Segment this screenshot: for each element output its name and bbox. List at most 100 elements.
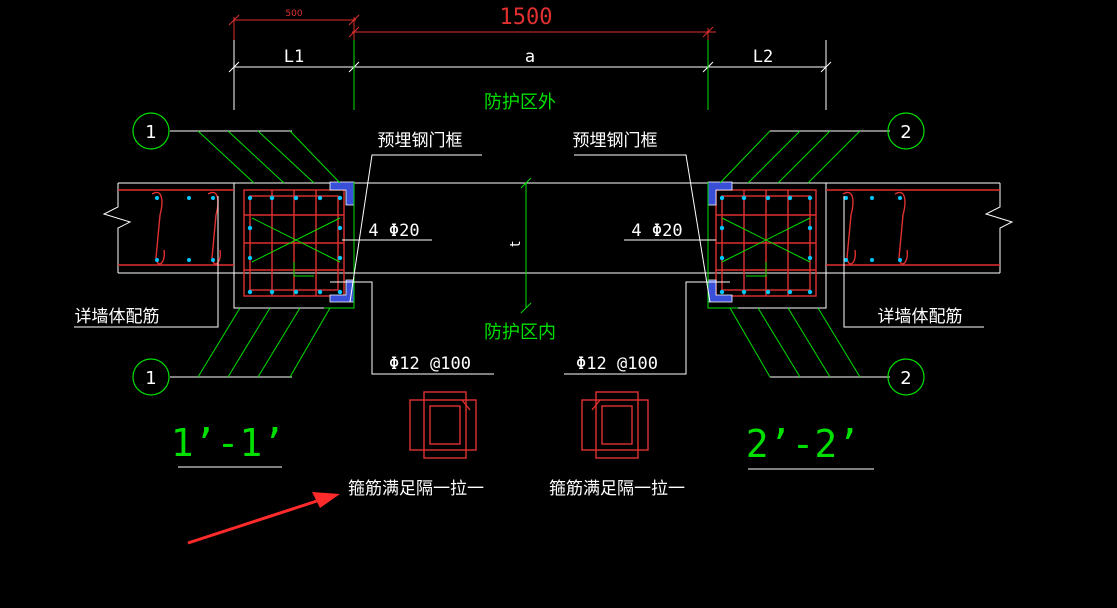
wall-tie-left-2 bbox=[207, 191, 222, 265]
right-column-cage bbox=[715, 189, 817, 297]
column-bar bbox=[807, 255, 813, 261]
stirrup-detail-left bbox=[409, 391, 477, 459]
hatch bbox=[729, 307, 771, 378]
frame-left-top bbox=[329, 181, 355, 206]
segment-a-label: a bbox=[525, 47, 535, 67]
rebar-dot bbox=[898, 258, 902, 262]
column-bar bbox=[741, 289, 747, 295]
column-bar bbox=[807, 289, 813, 295]
column-bar bbox=[293, 195, 299, 201]
column-bar bbox=[293, 289, 299, 295]
column-bar bbox=[337, 255, 343, 261]
hatch bbox=[197, 130, 255, 184]
column-bar bbox=[807, 195, 813, 201]
section-marker-right-top: 2 bbox=[900, 122, 911, 143]
marker-circle-2-top bbox=[887, 112, 925, 150]
column-bar bbox=[269, 195, 275, 201]
hatch bbox=[227, 307, 271, 378]
rebar-dot bbox=[844, 258, 848, 262]
column-bar bbox=[787, 195, 793, 201]
annotation-arrow-icon bbox=[187, 492, 340, 545]
rebar-dot bbox=[211, 196, 215, 200]
column-bar bbox=[765, 195, 771, 201]
right-column-green bbox=[721, 217, 811, 277]
dim-tick bbox=[348, 14, 360, 26]
zone-outside-label: 防护区外 bbox=[484, 92, 556, 113]
dim-500-label: 500 bbox=[285, 9, 302, 19]
stirrup-note-left: 箍筋满足隔一拉一 bbox=[348, 479, 484, 499]
stirrup-detail-left-hook bbox=[461, 399, 471, 411]
stirrup-detail-left-cross bbox=[423, 391, 467, 459]
left-column-bars bbox=[247, 195, 343, 295]
wall-rebar-dots bbox=[155, 196, 902, 262]
hatch bbox=[777, 130, 831, 184]
wall-tie-left-1 bbox=[151, 191, 166, 265]
wall-rebar-right-label: 详墙体配筋 bbox=[878, 307, 963, 327]
column-bar bbox=[337, 195, 343, 201]
leader-frame-right bbox=[574, 154, 711, 303]
leader-lines bbox=[74, 154, 984, 375]
column-bar bbox=[787, 289, 793, 295]
rebar-dot bbox=[870, 196, 874, 200]
leader-wall-right bbox=[843, 196, 984, 328]
dim-tick bbox=[702, 26, 714, 38]
column-bar bbox=[247, 195, 253, 201]
steel-frame-right bbox=[707, 181, 738, 309]
column-bar bbox=[741, 195, 747, 201]
dim-tick bbox=[348, 26, 360, 38]
rebar-dot bbox=[187, 196, 191, 200]
embedded-frame-right-label: 预埋钢门框 bbox=[573, 131, 658, 151]
rebar-left-label: 4 Φ20 bbox=[368, 221, 419, 241]
marker-circle-1-bottom bbox=[132, 358, 170, 396]
column-bar bbox=[317, 289, 323, 295]
frame-right-bottom bbox=[707, 279, 733, 303]
wall-rebar-left-label: 详墙体配筋 bbox=[75, 307, 160, 327]
hatch bbox=[289, 130, 341, 184]
green-ext-lines bbox=[353, 40, 709, 110]
stirrup-right-label: Φ12 @100 bbox=[576, 354, 658, 374]
stirrup-detail-left-inner bbox=[429, 405, 461, 445]
column-bar bbox=[719, 195, 725, 201]
stirrup-note-right: 箍筋满足隔一拉一 bbox=[549, 479, 685, 499]
section-title-left: 1’-1’ bbox=[171, 421, 285, 465]
section-marker-right-bottom: 2 bbox=[900, 368, 911, 389]
right-column-bars bbox=[719, 195, 813, 295]
frame-left-green bbox=[324, 182, 355, 309]
leader-frame-left bbox=[349, 154, 482, 303]
right-column-outline bbox=[707, 182, 827, 309]
stirrup-detail-right-cross bbox=[595, 391, 639, 459]
dim-tick bbox=[820, 61, 832, 73]
column-bar bbox=[807, 225, 813, 231]
column-bar bbox=[719, 289, 725, 295]
hatch bbox=[257, 307, 301, 378]
dim-tick bbox=[520, 177, 532, 189]
rebar-dot bbox=[155, 258, 159, 262]
segment-L2-label: L2 bbox=[753, 47, 773, 67]
marker-circle-2-bottom bbox=[887, 358, 925, 396]
right-hook bbox=[746, 262, 767, 277]
zone-inside-label: 防护区内 bbox=[484, 322, 556, 343]
left-column-green bbox=[251, 217, 341, 277]
annotation-arrow-head bbox=[312, 492, 340, 508]
right-cross-tie bbox=[721, 217, 811, 263]
steel-frame-left bbox=[324, 181, 355, 309]
column-bar bbox=[269, 289, 275, 295]
dim-tick bbox=[228, 61, 240, 73]
hatch bbox=[787, 307, 831, 378]
stirrup-detail-right-outer bbox=[581, 399, 649, 451]
thickness-label: t bbox=[508, 241, 524, 247]
rebar-dot bbox=[898, 196, 902, 200]
marker-circle-1-top bbox=[132, 112, 170, 150]
section-hatch bbox=[197, 130, 861, 378]
stirrup-left-label: Φ12 @100 bbox=[389, 354, 471, 374]
column-bar bbox=[247, 225, 253, 231]
wall-outline bbox=[102, 182, 1014, 309]
annotation-arrow-shaft bbox=[187, 498, 321, 545]
section-marker-left-bottom: 1 bbox=[145, 368, 156, 389]
leader-stirrup-left bbox=[330, 281, 494, 375]
left-cross-tie bbox=[251, 217, 341, 263]
stirrup-detail-right-inner bbox=[601, 405, 633, 445]
rebar-dot bbox=[187, 258, 191, 262]
break-line-left bbox=[102, 183, 132, 273]
stirrup-detail-left-outer bbox=[409, 399, 477, 451]
